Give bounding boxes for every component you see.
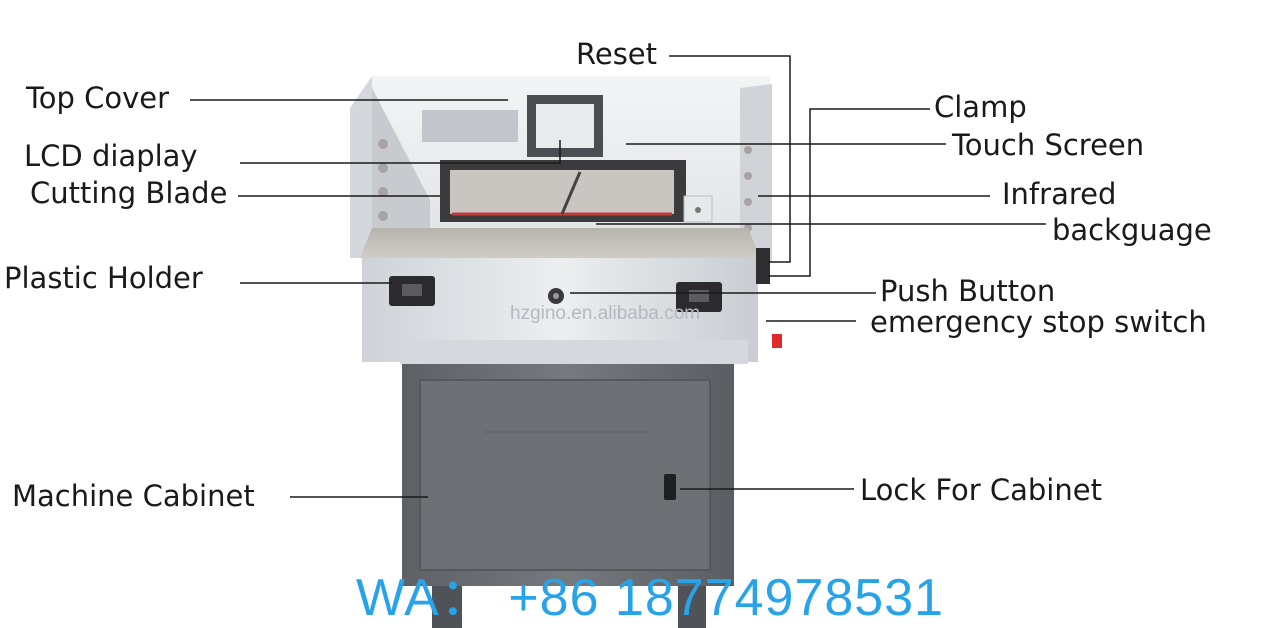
plastic-holder-left-button <box>402 284 422 296</box>
left-side-wing <box>350 76 372 258</box>
right-side-wing <box>740 84 772 262</box>
leader-lines <box>190 55 1046 498</box>
leader-lcd <box>240 140 561 164</box>
label-infrared: Infrared <box>1002 177 1117 211</box>
leader-reset <box>669 55 791 263</box>
label-touch-screen: Touch Screen <box>952 128 1145 162</box>
label-reset: Reset <box>576 37 658 71</box>
label-machine-cabinet: Machine Cabinet <box>12 479 255 513</box>
label-plastic-holder: Plastic Holder <box>4 261 203 295</box>
emergency-stop-switch <box>772 334 782 348</box>
worktable <box>360 228 760 258</box>
cabinet-leg-left <box>432 586 462 628</box>
body-base-strip <box>400 340 748 364</box>
touch-screen-display <box>536 104 594 148</box>
cabinet-lock <box>664 474 676 500</box>
cabinet-leg-right <box>678 586 706 628</box>
bracket-screw <box>695 207 701 213</box>
label-cutting-blade: Cutting Blade <box>30 176 228 210</box>
label-emergency-stop: emergency stop switch <box>870 305 1207 339</box>
watermark-text: hzgino.en.alibaba.com <box>510 303 701 324</box>
clamp-switch-box <box>756 248 770 284</box>
label-lock-for-cabinet: Lock For Cabinet <box>860 473 1102 507</box>
label-lcd-display: LCD diaplay <box>24 139 198 173</box>
plastic-holder-right-button <box>689 290 709 302</box>
push-button-key-center <box>553 293 559 299</box>
label-push-button: Push Button <box>880 274 1056 308</box>
label-top-cover: Top Cover <box>26 81 170 115</box>
backgauge-plate <box>450 170 674 214</box>
lcd-display-screen <box>422 110 518 142</box>
left-wing-holes <box>378 139 388 221</box>
label-clamp: Clamp <box>934 90 1027 124</box>
contact-number: WA： +86 18774978531 <box>356 569 945 627</box>
cabinet-door <box>419 379 711 571</box>
cutting-blade-edge <box>560 171 582 215</box>
label-backgauge: backguage <box>1052 213 1212 247</box>
leader-clamp <box>768 108 930 277</box>
